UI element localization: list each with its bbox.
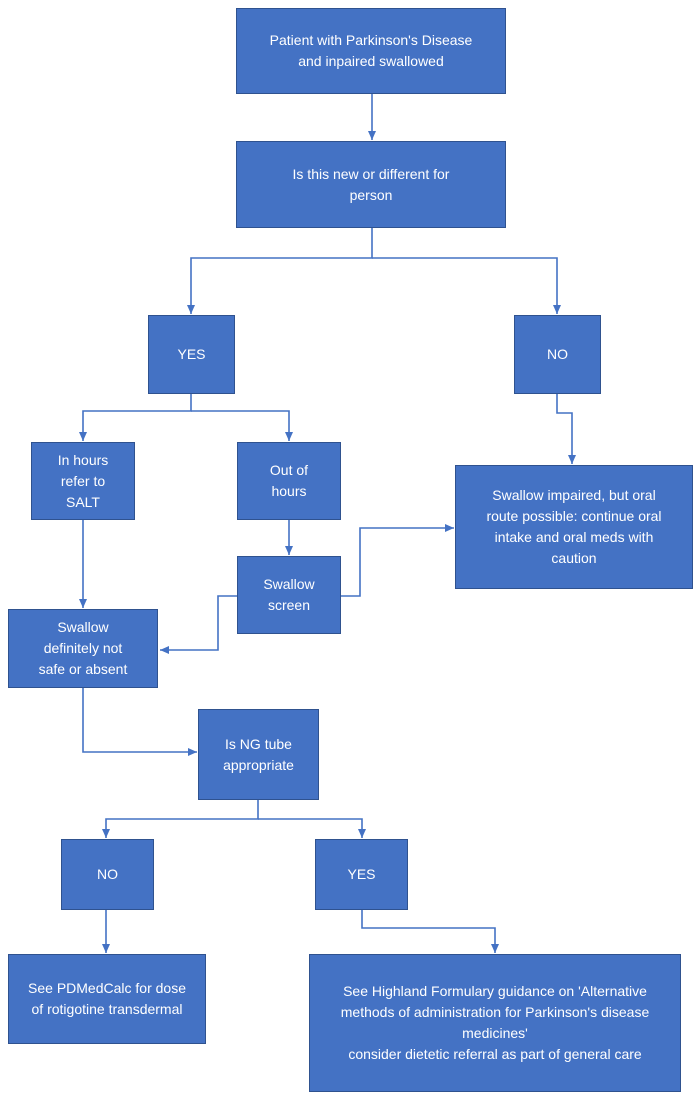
connector-screen-to-oral-route — [341, 524, 454, 597]
connector-no-to-oral-route — [556, 394, 576, 464]
connector-not-safe-to-ng — [82, 688, 197, 756]
node-no-2-label: NO — [97, 866, 118, 882]
node-no-2: NO — [61, 839, 154, 910]
node-formulary: See Highland Formulary guidance on 'Alte… — [309, 954, 681, 1092]
node-yes-2: YES — [315, 839, 408, 910]
node-formulary-label: See Highland Formulary guidance on 'Alte… — [340, 983, 650, 1062]
connector-screen-to-not-safe — [160, 595, 237, 654]
connector-yes-to-in-hours — [79, 394, 192, 441]
node-no-1: NO — [514, 315, 601, 394]
node-yes-1: YES — [148, 315, 235, 394]
connector-yes-to-out-of-hours — [191, 410, 293, 441]
connector-ng-to-no — [102, 800, 259, 838]
connector-ng-to-yes — [258, 818, 366, 838]
node-no-1-label: NO — [547, 346, 568, 362]
node-yes-2-label: YES — [347, 866, 376, 882]
connector-question-to-no — [372, 257, 561, 314]
connector-yes-to-formulary — [361, 910, 499, 953]
node-yes-1-label: YES — [177, 346, 206, 362]
connector-question-to-yes — [187, 228, 373, 314]
